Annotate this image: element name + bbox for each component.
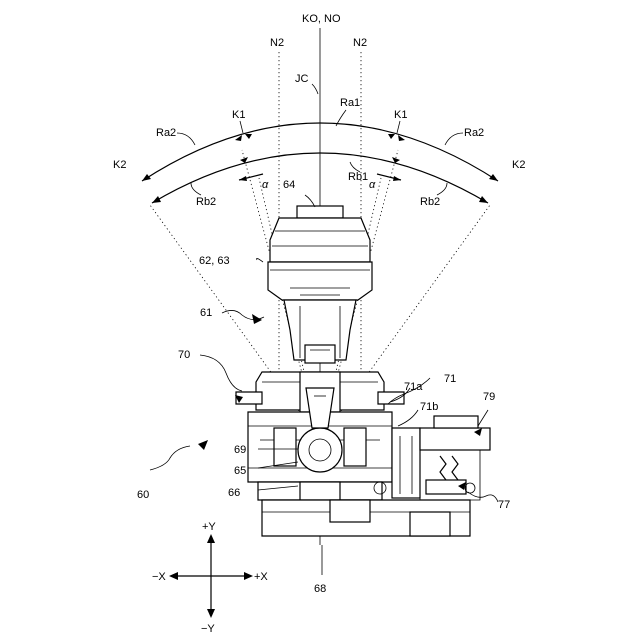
label-62-63: 62, 63 [199, 255, 230, 267]
label-n2-left: N2 [270, 37, 284, 49]
label-70: 70 [178, 349, 190, 361]
label-68: 68 [314, 583, 326, 595]
label-alpha-right: α [369, 179, 376, 191]
label-64: 64 [283, 179, 295, 191]
lever-knob [268, 206, 372, 300]
label-axis-plus-y: +Y [202, 521, 216, 533]
label-alpha-left: α [262, 179, 269, 191]
label-79: 79 [483, 391, 495, 403]
arrow-60 [198, 440, 208, 450]
label-ra2-right: Ra2 [464, 127, 484, 139]
label-66: 66 [228, 487, 240, 499]
label-71b: 71b [420, 401, 438, 413]
label-rb1: Rb1 [348, 171, 368, 183]
label-71: 71 [444, 373, 456, 385]
label-k1-right: K1 [394, 109, 407, 121]
label-rb2-left: Rb2 [196, 196, 216, 208]
label-k1-left: K1 [232, 109, 245, 121]
label-65: 65 [234, 465, 246, 477]
label-axis-minus-x: −X [152, 571, 166, 583]
label-71a: 71a [404, 381, 423, 393]
label-rb2-right: Rb2 [420, 196, 440, 208]
detection-mechanism [392, 416, 490, 500]
label-n2-right: N2 [353, 37, 367, 49]
label-axis-minus-y: −Y [201, 623, 215, 635]
label-60: 60 [137, 489, 149, 501]
label-69: 69 [234, 444, 246, 456]
label-axis-plus-x: +X [254, 571, 268, 583]
lever-shaft [284, 300, 356, 363]
label-k2-left: K2 [113, 159, 126, 171]
label-k2-right: K2 [512, 159, 525, 171]
arrow-61 [252, 314, 262, 324]
label-77: 77 [498, 499, 510, 511]
label-61: 61 [200, 307, 212, 319]
label-jc: JC [295, 73, 309, 85]
label-ko-no: KO, NO [302, 13, 341, 25]
coordinate-axes [169, 534, 253, 618]
label-ra1: Ra1 [340, 97, 360, 109]
label-ra2-left: Ra2 [156, 127, 176, 139]
